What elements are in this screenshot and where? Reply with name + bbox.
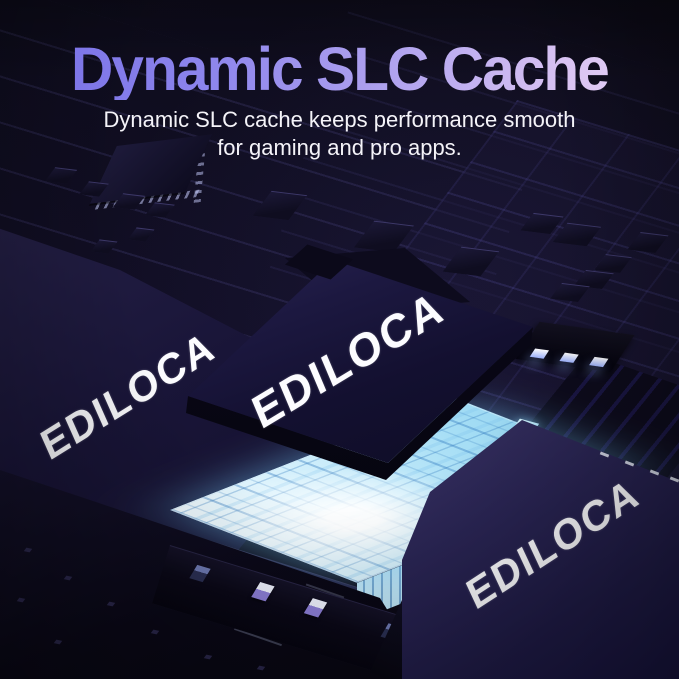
glowing-pin — [529, 348, 550, 359]
glowing-pin — [559, 352, 579, 363]
capacitor — [220, 557, 242, 576]
central-chip-side — [186, 327, 533, 480]
capacitor — [65, 507, 89, 527]
smd-component — [112, 193, 146, 210]
bright-trace — [216, 601, 280, 625]
board-edge-strip — [152, 545, 591, 679]
capacitor — [251, 582, 275, 602]
chip-brand-label: EDILOCA — [244, 280, 451, 439]
header: Dynamic SLC Cache Dynamic SLC cache keep… — [0, 0, 679, 162]
capacitor — [115, 524, 137, 543]
smd-component — [552, 222, 602, 247]
left-ssd-chip — [0, 215, 330, 600]
chip-notch — [285, 244, 353, 280]
smd-component — [354, 220, 414, 253]
capacitor — [102, 297, 116, 306]
smd-component — [252, 190, 308, 221]
capacitor — [504, 661, 527, 679]
solder-dot — [16, 597, 26, 603]
smd-component — [574, 269, 614, 290]
nand-die-glow — [170, 398, 642, 583]
capacitor — [165, 538, 190, 559]
smd-component — [442, 246, 500, 277]
solder-dot — [63, 575, 73, 581]
chip-brand-label: EDILOCA — [34, 321, 222, 470]
capacitor — [447, 641, 471, 662]
bright-trace — [234, 627, 282, 647]
foreground-board — [0, 470, 430, 679]
smd-component — [145, 202, 175, 218]
solder-dot — [106, 601, 116, 607]
capacitor — [451, 653, 477, 674]
smd-component — [127, 227, 155, 242]
board-edge-strip — [0, 468, 391, 648]
small-cyan-chip — [508, 418, 540, 440]
edge-highlight — [624, 460, 635, 467]
capacitor — [6, 261, 20, 270]
bottom-right-ssd-chip — [402, 420, 679, 679]
capacitor — [273, 572, 297, 593]
capacitor — [189, 564, 211, 583]
solder-dot — [310, 641, 320, 647]
solder-dot — [256, 665, 266, 671]
capacitor — [53, 279, 67, 288]
solder-dot — [173, 565, 183, 571]
capacitor — [413, 629, 438, 650]
smd-component — [594, 254, 632, 273]
capacitor — [380, 623, 402, 641]
central-ssd-chip — [188, 260, 533, 463]
capacitor — [303, 598, 328, 618]
smd-component — [520, 212, 564, 235]
bottom-right-chip-side — [369, 600, 576, 679]
smd-component — [79, 181, 109, 197]
edge-highlight — [599, 451, 610, 458]
solder-dot — [23, 547, 33, 553]
smd-component — [550, 282, 590, 303]
subtitle-line-1: Dynamic SLC cache keeps performance smoo… — [103, 107, 576, 132]
glowing-pin — [589, 356, 609, 368]
solder-dot — [53, 639, 63, 645]
slatted-heatsink-slab — [511, 353, 679, 495]
chip-brand-label: EDILOCA — [459, 468, 646, 619]
page-title: Dynamic SLC Cache — [14, 38, 666, 100]
smd-component — [627, 232, 669, 253]
edge-highlight — [669, 476, 679, 483]
smd-component — [90, 239, 118, 254]
nand-die-front-face — [357, 471, 642, 621]
edge-highlight — [649, 469, 660, 476]
smd-component — [44, 167, 78, 184]
solder-dot — [203, 654, 213, 660]
capacitor — [28, 269, 42, 278]
subtitle-line-2: for gaming and pro apps. — [217, 135, 462, 160]
solder-dot — [150, 629, 160, 635]
bright-trace — [305, 583, 345, 599]
connector-block — [515, 321, 635, 373]
ic-pins — [94, 189, 202, 210]
capacitor — [13, 490, 37, 511]
capacitor — [78, 289, 92, 298]
background-slab — [285, 248, 470, 312]
